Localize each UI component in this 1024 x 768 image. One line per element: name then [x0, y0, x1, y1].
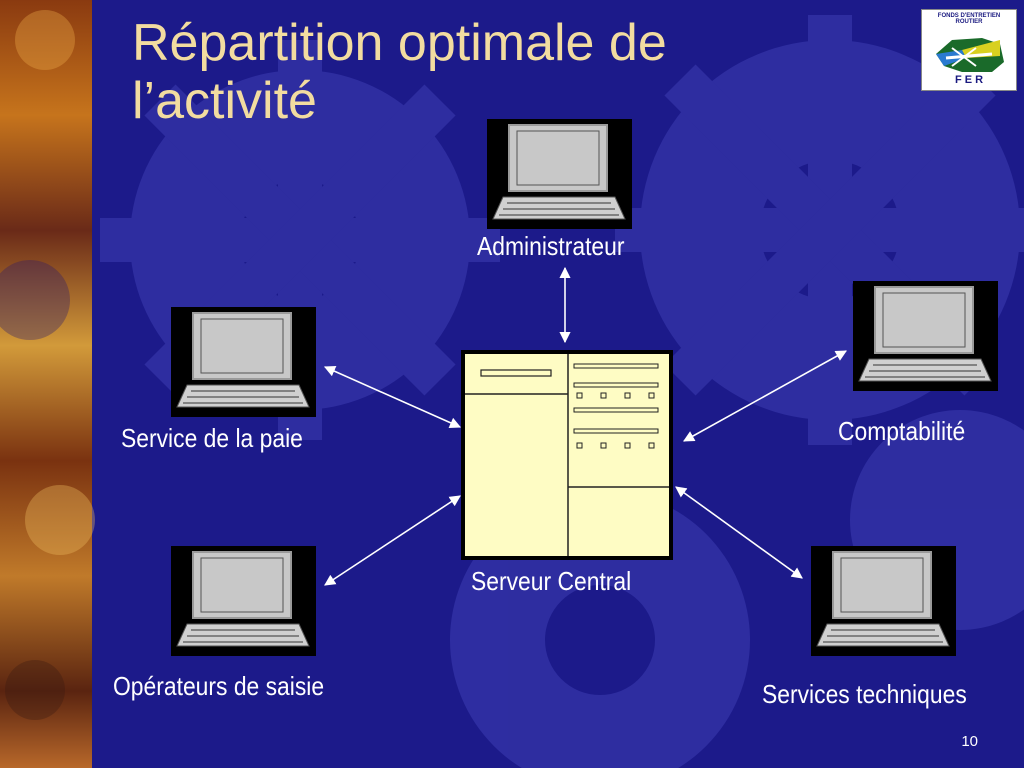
connectors [323, 266, 847, 586]
label-comptabilite: Comptabilité [838, 416, 966, 446]
label-serveur-central: Serveur Central [471, 566, 632, 596]
laptop-icon [171, 546, 316, 656]
laptop-icon [487, 119, 632, 229]
laptop-icon [853, 281, 998, 391]
left-decorative-strip [0, 0, 92, 768]
logo-arc-text: FONDS D'ENTRETIEN ROUTIER [937, 13, 1001, 25]
edge-saisie [324, 495, 461, 586]
laptop-icon [171, 307, 316, 417]
slide-title-line2: l’activité [132, 72, 317, 130]
edge-paie [323, 365, 462, 429]
strip-gear-texture [0, 10, 95, 720]
page-number: 10 [961, 733, 978, 750]
slide-title-line1: Répartition optimale de [132, 14, 667, 72]
server-icon [461, 350, 673, 560]
fer-logo-graphic [936, 38, 1004, 72]
logo-acronym: F E R [954, 74, 984, 86]
label-services-techniques: Services techniques [762, 679, 967, 709]
label-service-paie: Service de la paie [121, 423, 303, 453]
edge-techniques [675, 486, 803, 579]
slide-title: Répartition optimale de l’activité [132, 14, 832, 130]
label-operateurs-saisie: Opérateurs de saisie [113, 671, 325, 701]
laptop-icon [811, 546, 956, 656]
fer-logo: FONDS D'ENTRETIEN ROUTIER F E R [921, 9, 1017, 91]
edge-comptabilite [683, 350, 847, 442]
label-administrateur: Administrateur [477, 231, 625, 261]
